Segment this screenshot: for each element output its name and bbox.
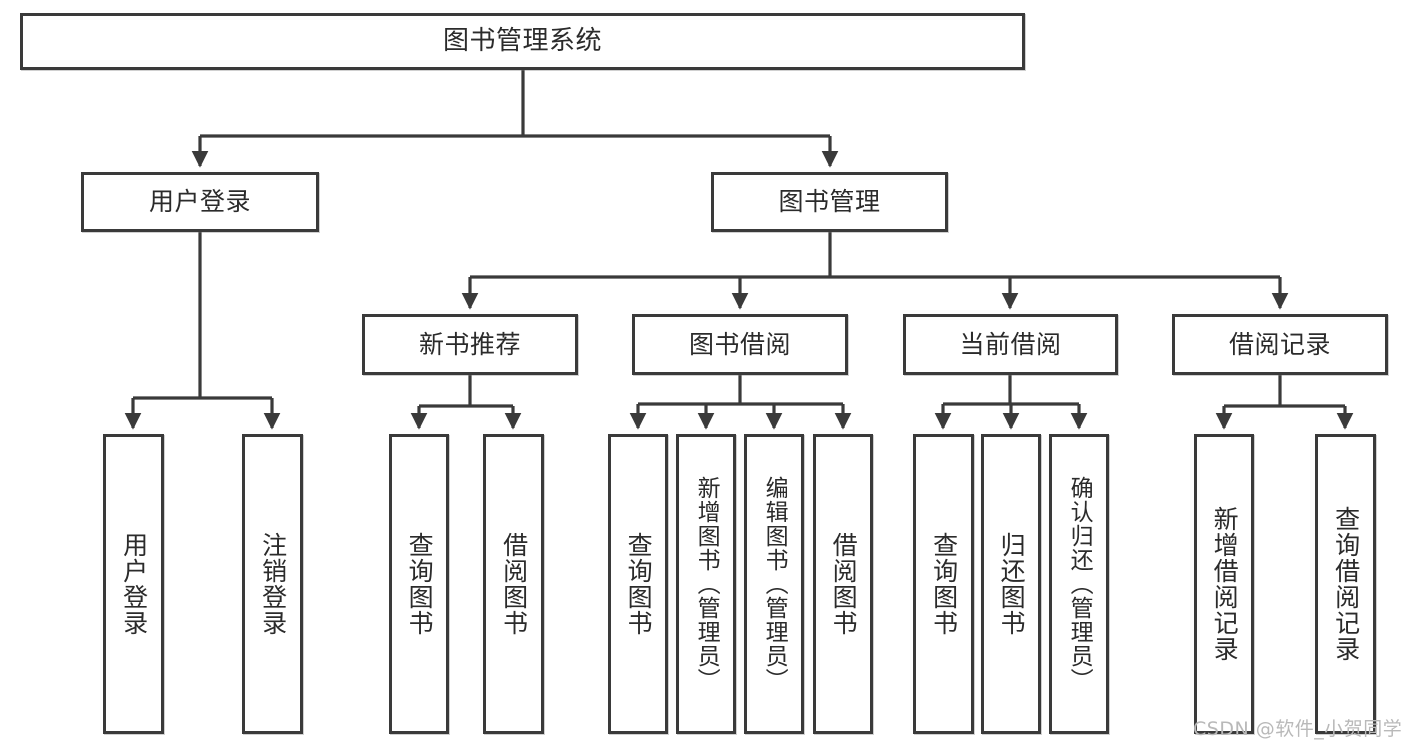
node-label: 图书管理系统 <box>442 25 602 56</box>
node-label: 当前借阅 <box>959 329 1062 359</box>
node-borrowing-records[interactable]: 借阅记录 <box>1172 314 1388 375</box>
node-current-borrowing[interactable]: 当前借阅 <box>903 314 1118 375</box>
leaf-return-books[interactable]: 归还图书 <box>981 434 1041 734</box>
node-label: 查询图书 <box>405 532 435 636</box>
node-label: 借阅图书 <box>829 532 859 636</box>
leaf-logout[interactable]: 注销登录 <box>242 434 303 734</box>
leaf-add-book-admin[interactable]: 新增图书（管理员） <box>676 434 736 734</box>
node-label: 用户登录 <box>119 532 149 636</box>
node-label: 编辑图书（管理员） <box>761 476 788 692</box>
node-label: 图书管理 <box>778 187 881 216</box>
node-label: 新增图书（管理员） <box>693 476 720 692</box>
node-label: 查询图书 <box>929 532 959 636</box>
node-user-login[interactable]: 用户登录 <box>81 172 319 232</box>
node-label: 查询图书 <box>624 532 654 636</box>
node-label: 注销登录 <box>258 532 288 636</box>
leaf-query-borrowing-record[interactable]: 查询借阅记录 <box>1315 434 1376 734</box>
node-book-management[interactable]: 图书管理 <box>711 172 948 232</box>
node-new-book-recommendation[interactable]: 新书推荐 <box>362 314 578 375</box>
node-label: 借阅记录 <box>1228 329 1331 359</box>
leaf-query-books-recommendation[interactable]: 查询图书 <box>389 434 449 734</box>
node-label: 用户登录 <box>148 187 251 216</box>
leaf-query-books-borrowing[interactable]: 查询图书 <box>608 434 668 734</box>
node-label: 归还图书 <box>997 532 1027 636</box>
leaf-add-borrowing-record[interactable]: 新增借阅记录 <box>1194 434 1254 734</box>
leaf-edit-book-admin[interactable]: 编辑图书（管理员） <box>744 434 804 734</box>
node-label: 图书借阅 <box>688 329 791 359</box>
node-label: 查询借阅记录 <box>1331 506 1361 662</box>
node-book-borrowing[interactable]: 图书借阅 <box>632 314 848 375</box>
leaf-user-login[interactable]: 用户登录 <box>103 434 164 734</box>
node-label: 新书推荐 <box>418 329 521 359</box>
leaf-borrow-books[interactable]: 借阅图书 <box>813 434 873 734</box>
node-label: 新增借阅记录 <box>1210 506 1240 662</box>
leaf-borrow-books-recommendation[interactable]: 借阅图书 <box>483 434 544 734</box>
csdn-watermark: CSDN @软件_小贺同学 <box>1193 718 1403 740</box>
node-root-book-management-system[interactable]: 图书管理系统 <box>20 13 1025 70</box>
leaf-query-books-current[interactable]: 查询图书 <box>913 434 974 734</box>
node-label: 确认归还（管理员） <box>1066 476 1093 692</box>
node-label: 借阅图书 <box>499 532 529 636</box>
leaf-confirm-return-admin[interactable]: 确认归还（管理员） <box>1049 434 1109 734</box>
